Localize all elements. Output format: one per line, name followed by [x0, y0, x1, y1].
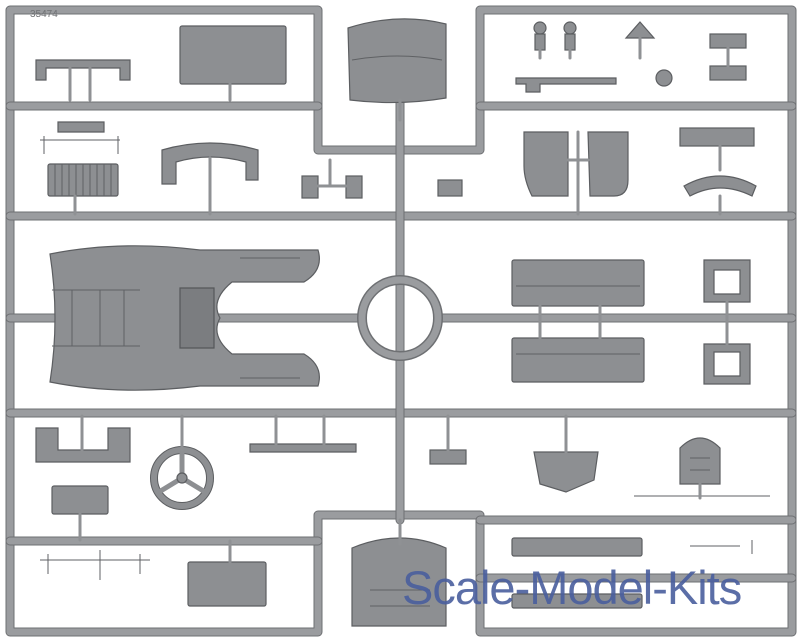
part-axle-rod: [249, 414, 357, 453]
part-lower-bracket: [35, 414, 131, 463]
part-plate-top: [179, 25, 287, 102]
sprue-code-label: 35474: [30, 9, 58, 20]
part-lower-box: [40, 485, 267, 607]
part-tray: [679, 127, 757, 216]
part-small-fittings: [515, 21, 747, 93]
part-door-frames: [703, 259, 751, 385]
part-side-panels: [511, 259, 645, 383]
part-small-block: [429, 414, 467, 465]
part-engine-cover: [351, 518, 447, 627]
part-steering-wheel: [150, 414, 214, 510]
part-lantern: [634, 437, 770, 500]
part-mudguard: [161, 142, 259, 216]
part-armour-plate: [533, 414, 599, 493]
watermark-text: Scale-Model-Kits: [402, 561, 742, 614]
part-seat-back: [347, 18, 447, 122]
part-bumper-bar: [35, 59, 131, 154]
part-brackets: [301, 158, 463, 199]
part-bottom-bars: [511, 537, 753, 609]
part-grille: [47, 163, 119, 216]
part-chassis: [49, 245, 320, 391]
center-ring: [357, 275, 443, 361]
part-seats: [523, 130, 629, 216]
